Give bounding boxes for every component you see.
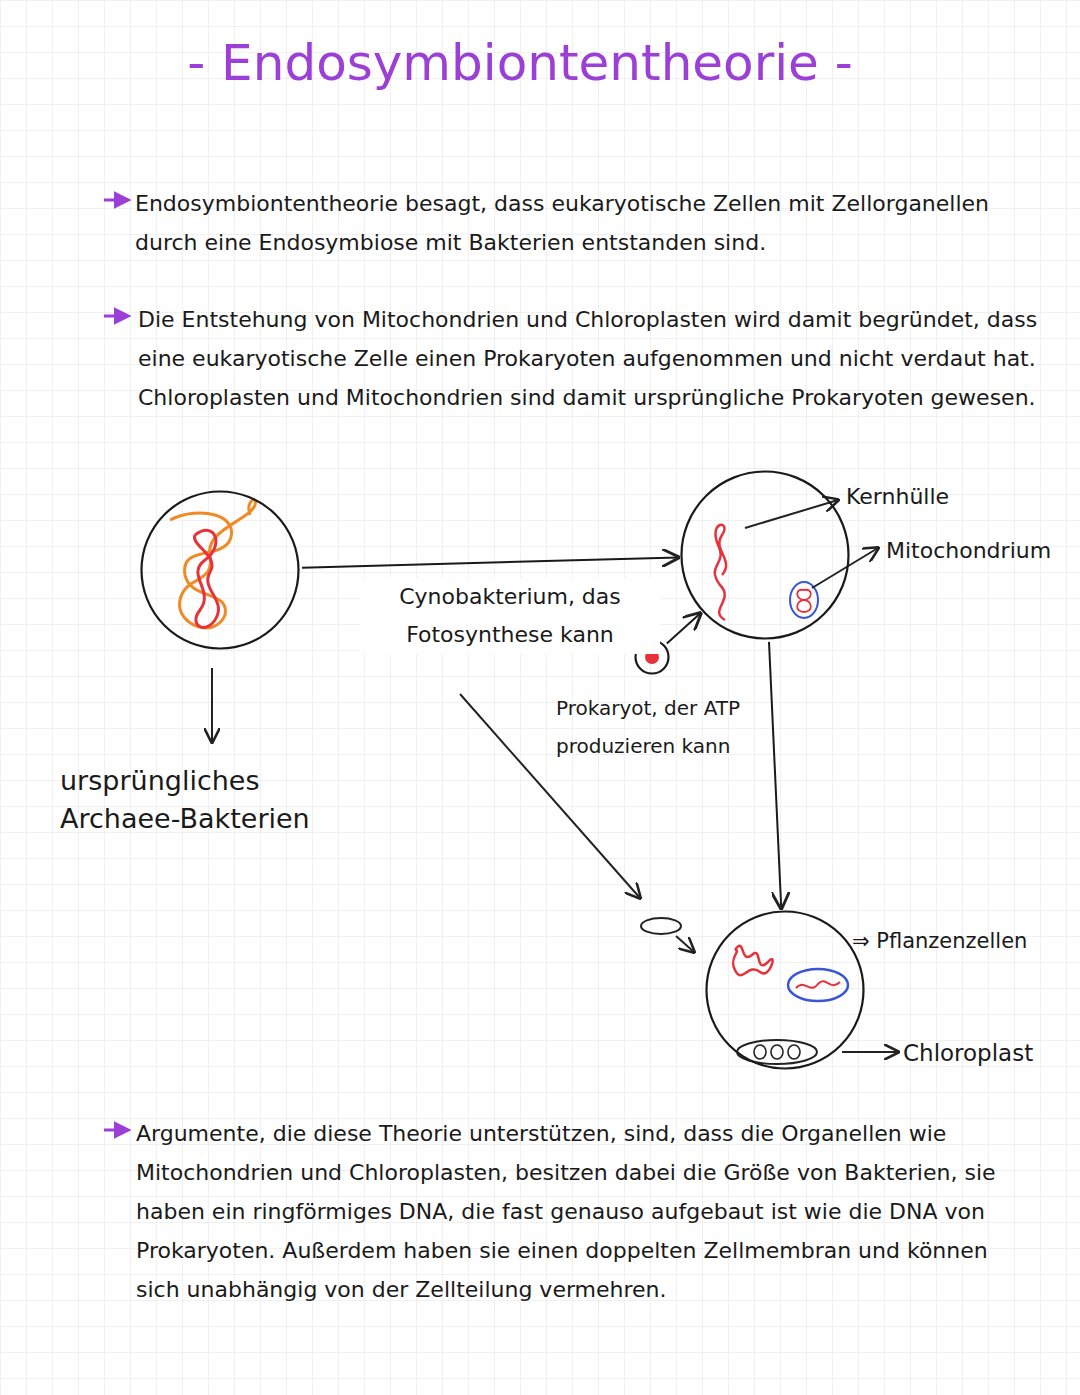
cell-circle: ⇒ PflanzenzellenChloroplast xyxy=(705,910,865,1070)
arrow-connector xyxy=(667,613,701,643)
cell-label: ursprüngliches Archaee-Bakterien xyxy=(60,762,330,838)
bullet-arrow xyxy=(104,1129,128,1132)
arrow-connector xyxy=(302,557,678,567)
leader-line xyxy=(745,500,838,528)
paragraph: Die Entstehung von Mitochondrien und Chl… xyxy=(138,300,1038,417)
paragraph: Endosymbiontentheorie besagt, dass eukar… xyxy=(135,184,1045,262)
dna-coil xyxy=(733,946,773,976)
title: - Endosymbiontentheorie - xyxy=(0,34,1040,92)
thylakoid xyxy=(754,1045,766,1059)
cell-outline xyxy=(705,910,865,1070)
mito-dna xyxy=(797,590,811,612)
arrow-connector xyxy=(769,642,781,908)
thylakoid xyxy=(788,1045,800,1059)
cell-label: Mitochondrium xyxy=(886,536,1076,566)
cell-label: ⇒ Pflanzenzellen xyxy=(852,926,1052,956)
mito-dna xyxy=(796,981,840,988)
dna-coil xyxy=(170,500,255,628)
arrow xyxy=(211,668,213,742)
cell-circle: ursprüngliches Archaee-Bakterien xyxy=(140,490,300,650)
edge-label: Cynobakterium, das Fotosynthese kann xyxy=(360,578,660,654)
cell-circle: KernhülleMitochondrium xyxy=(680,470,850,640)
arrow xyxy=(460,694,640,898)
arrow xyxy=(676,936,694,952)
bullet-arrow xyxy=(104,315,128,318)
dna-coil xyxy=(715,525,726,620)
cyanobacterium xyxy=(641,918,681,934)
cell-label: Kernhülle xyxy=(846,482,986,512)
mitochondrium-shape xyxy=(788,969,848,1001)
bullet-arrow xyxy=(104,199,128,202)
thylakoid xyxy=(771,1045,783,1059)
cell-label: Chloroplast xyxy=(903,1038,1073,1068)
cell-outline xyxy=(680,470,850,640)
cell-label: Prokaryot, der ATP produzieren kann xyxy=(556,689,751,765)
cell-outline xyxy=(140,490,300,650)
leader-line xyxy=(842,1051,898,1053)
paragraph: Argumente, die diese Theorie unterstütze… xyxy=(136,1114,996,1309)
